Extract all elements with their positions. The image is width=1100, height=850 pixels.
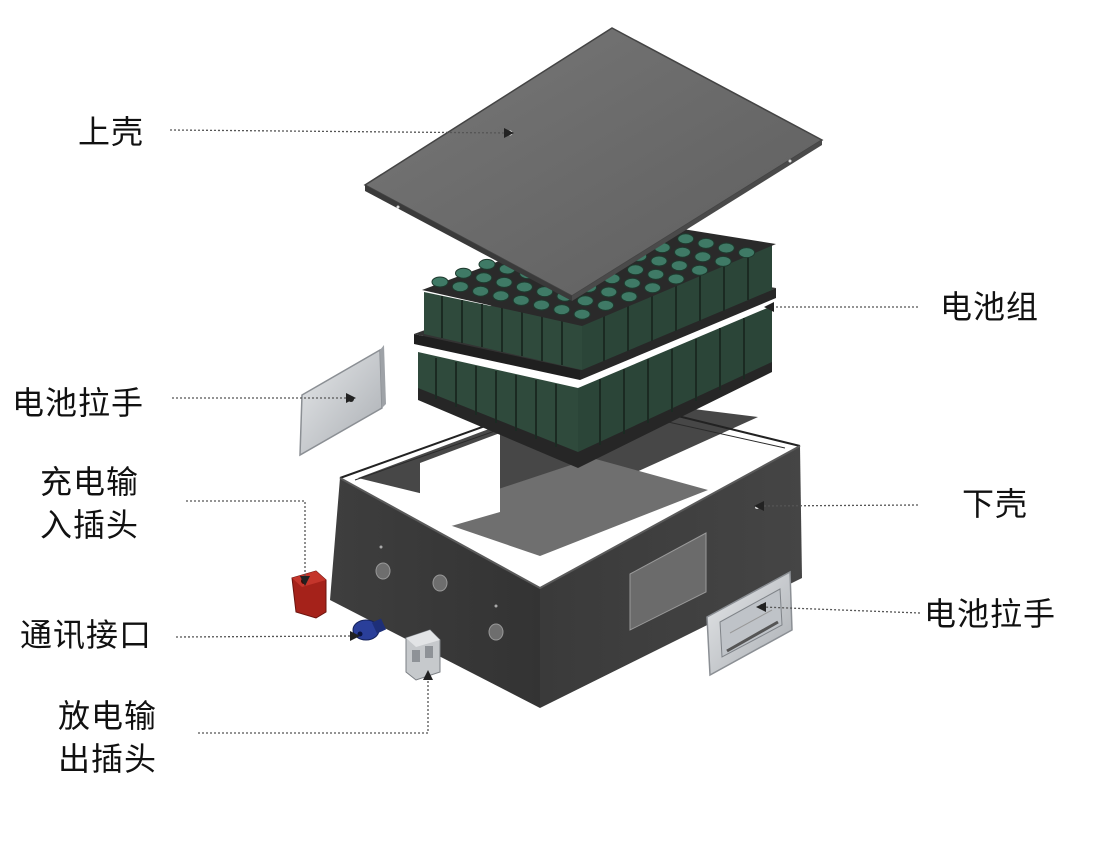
- battery-cell-top: [647, 268, 665, 280]
- battery-cell-top: [627, 264, 644, 276]
- label-lower-shell: 下壳: [962, 485, 1029, 523]
- battery-cell-top: [738, 247, 756, 259]
- top-shell: [363, 27, 824, 301]
- battery-cell-top: [717, 242, 735, 254]
- battery-cell-top: [455, 267, 472, 279]
- leader-lines: [169, 129, 921, 734]
- label-discharge-plug-line1: 放电输: [58, 697, 158, 735]
- battery-cell-top: [650, 255, 668, 267]
- battery-cell-top: [691, 264, 709, 276]
- label-discharge-plug-line2: 出插头: [58, 740, 158, 778]
- battery-cell-top: [694, 251, 712, 263]
- battery-cell-top: [623, 277, 641, 289]
- battery-cell-top: [697, 237, 715, 249]
- label-charge-plug-line1: 充电输: [40, 463, 140, 501]
- label-battery-handle-right: 电池拉手: [924, 595, 1057, 633]
- battery-cell-top: [714, 255, 732, 267]
- battery-cell-top: [600, 286, 618, 298]
- battery-cell-top: [495, 276, 513, 288]
- charge-input-plug: [291, 570, 327, 619]
- battery-cell-top: [553, 304, 571, 316]
- battery-cell-top: [451, 281, 469, 293]
- label-charge-plug-line2: 入插头: [40, 506, 140, 544]
- battery-cell-top: [670, 260, 688, 272]
- label-communication-port: 通讯接口: [20, 616, 153, 654]
- battery-cell-top: [597, 299, 615, 311]
- label-battery-pack: 电池组: [940, 288, 1040, 326]
- battery-cell-top: [573, 308, 591, 320]
- battery-cell-top: [492, 290, 510, 302]
- battery-cell-top: [533, 299, 550, 311]
- battery-cell-top: [475, 272, 493, 284]
- battery-cell-top: [431, 276, 449, 288]
- battery-cell-top: [536, 286, 554, 298]
- battery-cell-top: [677, 233, 695, 245]
- label-top-shell: 上壳: [78, 113, 145, 151]
- battery-cell-top: [674, 246, 691, 258]
- battery-cell-top: [472, 285, 490, 297]
- battery-cell-top: [620, 291, 638, 303]
- battery-cell-top: [512, 294, 530, 306]
- label-battery-handle-left: 电池拉手: [12, 384, 145, 422]
- battery-cell-top: [576, 295, 594, 307]
- discharge-output-plug: [405, 629, 441, 681]
- battery-cell-top: [644, 282, 662, 294]
- communication-port: [352, 618, 387, 641]
- battery-cell-top: [478, 258, 496, 270]
- battery-cell-top: [667, 273, 685, 285]
- battery-handle-right: [706, 570, 793, 677]
- battery-handle-left: [299, 345, 386, 457]
- battery-cell-top: [515, 281, 533, 293]
